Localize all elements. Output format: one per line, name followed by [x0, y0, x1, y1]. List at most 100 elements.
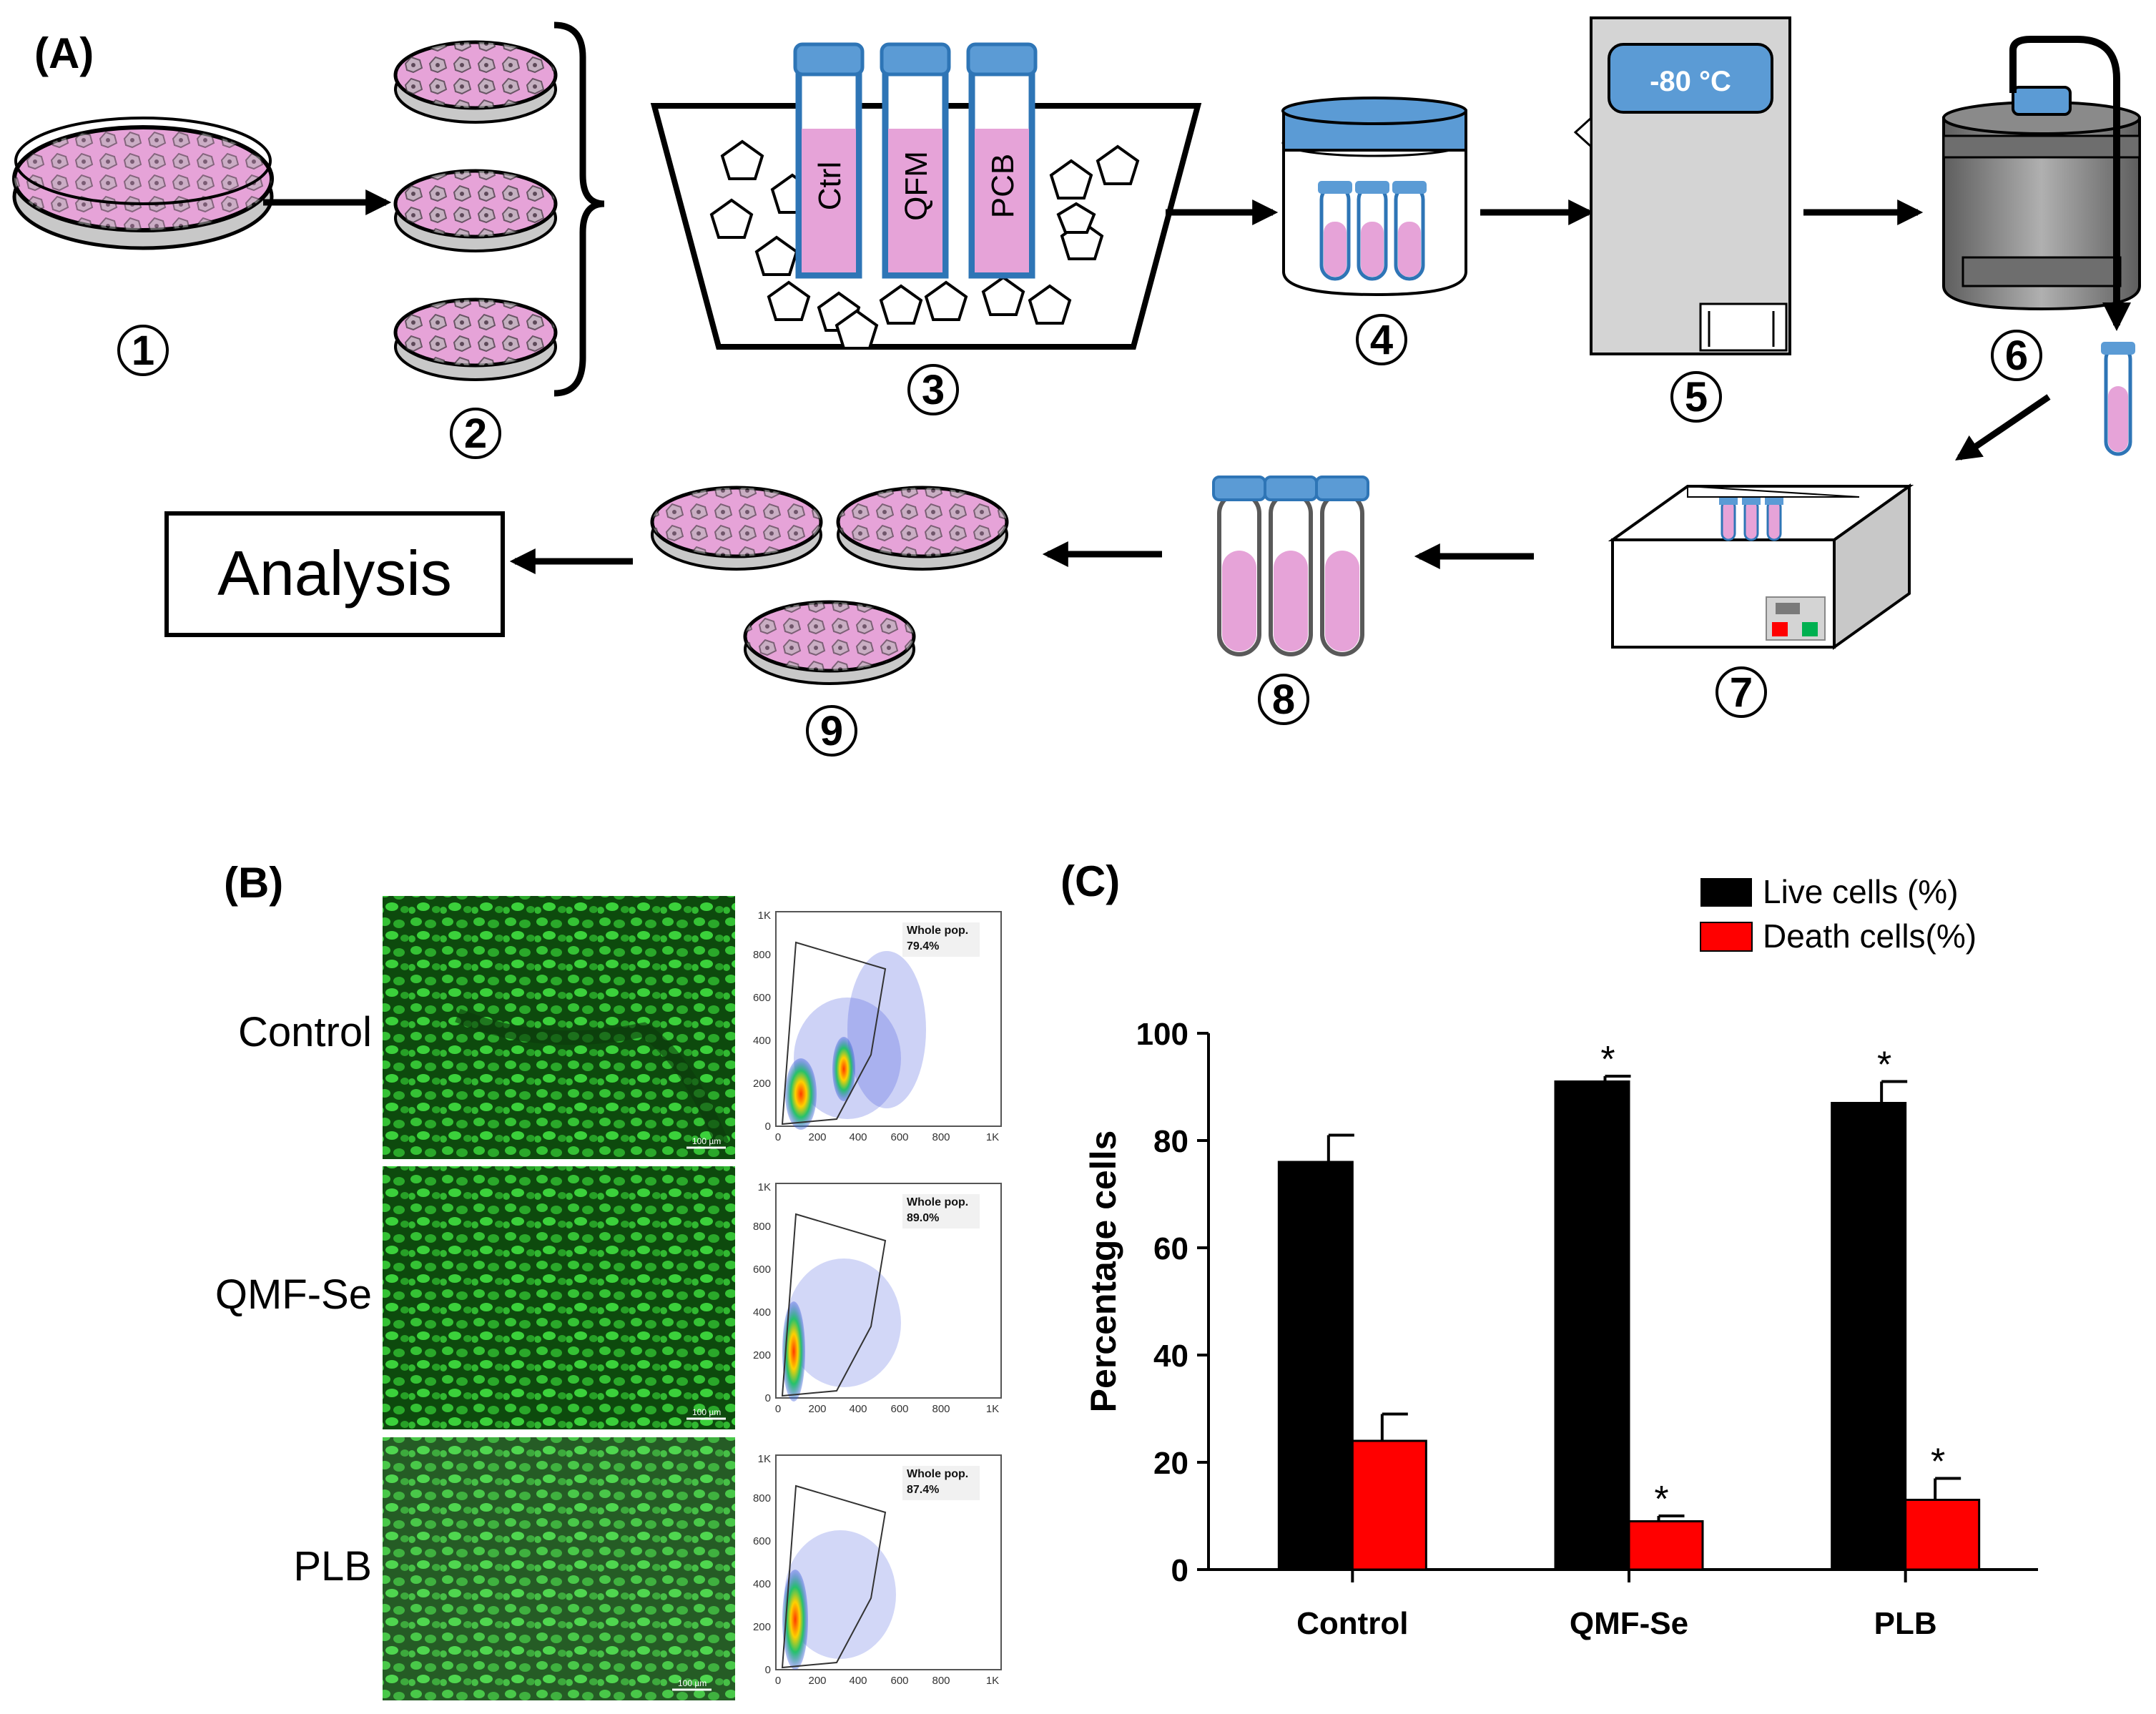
step2-three-dishes [393, 40, 558, 381]
flow-plot-plb [775, 1454, 1002, 1670]
flow-xtick: 200 [808, 1675, 826, 1687]
legend-swatch-death [1700, 922, 1753, 952]
micrograph-plb [383, 1437, 735, 1700]
micrograph-control [383, 896, 735, 1159]
step9-number: 9 [820, 708, 843, 754]
flow-ytick: 0 [765, 1664, 771, 1676]
tube-label-ctrl: Ctrl [812, 162, 847, 210]
tube-label-qfm: QFM [899, 151, 934, 221]
flow-ytick: 0 [765, 1120, 771, 1133]
step6-small-tube [2101, 342, 2135, 456]
flow-plot-qmf-se [775, 1183, 1002, 1402]
bar [1277, 1161, 1354, 1571]
flow-xtick: 600 [890, 1675, 908, 1687]
step1-culture-dish [12, 117, 274, 250]
flow-xtick: 1K [986, 1131, 999, 1143]
step3-tube-pcb [966, 42, 1038, 279]
panel-a-label: (A) [34, 29, 94, 77]
flow-gate-name-control: Whole pop. [907, 925, 968, 937]
scale-bar-qmf-se: 100 µm [692, 1407, 721, 1417]
step3-tube-ctrl [793, 42, 865, 279]
flow-plot-control [775, 911, 1002, 1130]
step7-incubator [1608, 483, 1914, 650]
flow-xtick: 200 [808, 1131, 826, 1143]
flow-ytick: 1K [758, 910, 771, 922]
bar [1351, 1439, 1427, 1571]
step8-tubes [1212, 476, 1369, 656]
step3-circle [907, 364, 959, 415]
x-tick-label: PLB [1874, 1606, 1937, 1641]
flow-xtick: 800 [932, 1131, 950, 1143]
y-tick-label: 0 [1171, 1553, 1188, 1588]
flow-ytick: 800 [753, 1492, 771, 1504]
flow-ytick: 200 [753, 1078, 771, 1090]
step4-jar [1281, 97, 1467, 297]
flow-gate-pct-control: 79.4% [907, 940, 939, 952]
flow-xtick: 0 [775, 1403, 781, 1415]
legend: Live cells (%) Death cells(%) [1700, 873, 1977, 955]
legend-label-death: Death cells(%) [1763, 917, 1977, 955]
step6-circle [1991, 330, 2042, 381]
scale-bar-control: 100 µm [692, 1136, 721, 1146]
flow-ytick: 200 [753, 1621, 771, 1633]
step2-circle [450, 408, 501, 459]
y-tick-label: 40 [1153, 1339, 1188, 1374]
step5-circle [1670, 371, 1722, 423]
row-label-control: Control [238, 1009, 372, 1055]
flow-ytick: 200 [753, 1349, 771, 1361]
significance-marker: * [1877, 1045, 1891, 1086]
step2-brace [553, 21, 605, 397]
x-tick-label: Control [1296, 1606, 1408, 1641]
flow-ytick: 400 [753, 1578, 771, 1590]
flow-ytick: 400 [753, 1035, 771, 1047]
step5-freezer [1573, 16, 1791, 355]
bar [1904, 1499, 1981, 1571]
flow-ytick: 1K [758, 1181, 771, 1193]
flow-xtick: 0 [775, 1131, 781, 1143]
flow-xtick: 1K [986, 1675, 999, 1687]
step3-number: 3 [922, 367, 945, 413]
row-label-qmf-se: QMF-Se [215, 1271, 372, 1318]
y-tick-label: 80 [1153, 1124, 1188, 1159]
flow-xtick: 800 [932, 1675, 950, 1687]
row-label-plb: PLB [293, 1543, 372, 1590]
step8-number: 8 [1272, 676, 1295, 723]
micrograph-qmf-se [383, 1166, 735, 1429]
significance-marker: * [1931, 1442, 1945, 1483]
step7-number: 7 [1730, 669, 1753, 716]
significance-marker: * [1654, 1479, 1668, 1520]
flow-xtick: 800 [932, 1403, 950, 1415]
flow-xtick: 1K [986, 1403, 999, 1415]
legend-swatch-live [1700, 878, 1752, 907]
legend-label-live: Live cells (%) [1763, 873, 1959, 910]
x-tick-label: QMF-Se [1570, 1606, 1688, 1641]
panel-b-label: (B) [224, 859, 283, 907]
step4-number: 4 [1370, 317, 1393, 363]
step9-dishes [650, 486, 1009, 685]
step1-number: 1 [132, 327, 154, 374]
flow-ytick: 1K [758, 1453, 771, 1465]
step6-canister [1942, 36, 2141, 311]
flow-ytick: 600 [753, 1264, 771, 1276]
y-tick-label: 60 [1153, 1231, 1188, 1266]
step7-circle [1716, 666, 1767, 718]
bar [1554, 1080, 1630, 1571]
y-tick-label: 20 [1153, 1446, 1188, 1481]
step8-circle [1258, 674, 1309, 725]
flow-xtick: 400 [849, 1131, 867, 1143]
step5-number: 5 [1685, 374, 1708, 420]
step3-tube-qfm [880, 42, 951, 279]
flow-ytick: 800 [753, 949, 771, 961]
flow-xtick: 600 [890, 1403, 908, 1415]
bar [1628, 1520, 1704, 1571]
step9-circle [806, 705, 857, 757]
analysis-box [164, 511, 505, 637]
step6-number: 6 [2005, 333, 2028, 379]
step4-circle [1356, 314, 1407, 365]
tube-label-pcb: PCB [985, 154, 1020, 218]
flow-xtick: 200 [808, 1403, 826, 1415]
step1-circle [117, 325, 169, 376]
analysis-label: Analysis [217, 538, 452, 609]
panel-c-label: (C) [1060, 857, 1120, 905]
